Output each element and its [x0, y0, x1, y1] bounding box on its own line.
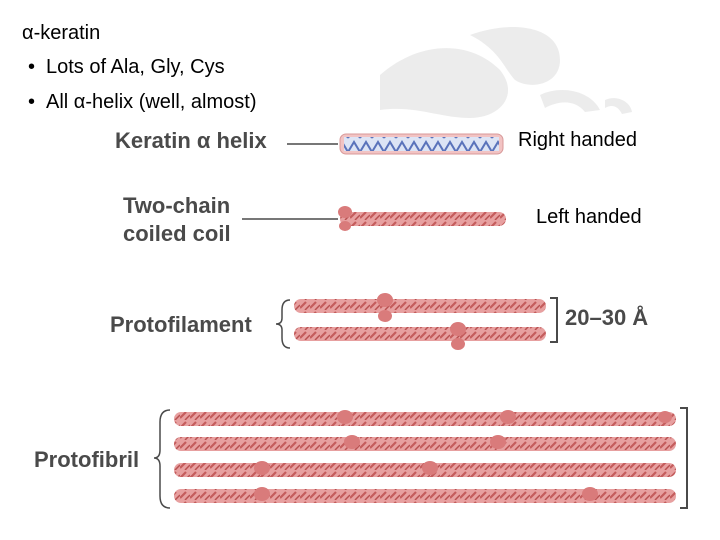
strand-knot	[254, 487, 270, 501]
protofibril-strand	[174, 437, 676, 451]
helix-icon	[344, 137, 499, 151]
strand-knot	[658, 411, 672, 423]
left-handed-annotation: Left handed	[536, 206, 642, 228]
protofibril-strand	[174, 412, 676, 426]
strand-knot	[377, 293, 393, 307]
strand-end	[339, 221, 351, 231]
strand-knot	[451, 338, 465, 350]
strand-knot	[422, 461, 438, 475]
strand-knot	[450, 322, 466, 336]
bullet-text: All α-helix (well, almost)	[46, 91, 257, 113]
slide-title: α-keratin	[22, 22, 101, 44]
bullet-dot: •	[28, 56, 36, 78]
right-handed-annotation: Right handed	[518, 129, 637, 151]
protofibril-row	[153, 407, 688, 509]
coiled-coil-row	[242, 206, 506, 231]
bullet-item-2: • All α-helix (well, almost)	[28, 91, 257, 114]
protofibril-strand	[174, 489, 676, 503]
size-label: 20–30 Å	[565, 305, 649, 330]
strand-knot	[582, 487, 598, 501]
strand-knot	[337, 410, 353, 424]
coiled-coil-label-line2: coiled coil	[123, 221, 231, 246]
protofilament-label: Protofilament	[110, 312, 252, 337]
right-bracket	[550, 297, 558, 343]
protofilament-row	[275, 293, 558, 350]
strand-knot	[378, 310, 392, 322]
left-brace	[275, 299, 291, 349]
bullet-item-1: • Lots of Ala, Gly, Cys	[28, 56, 225, 79]
protofilament-strand	[294, 299, 546, 313]
keratin-helix-row	[287, 133, 504, 155]
strand-end	[338, 206, 352, 218]
helix-label: Keratin α helix	[115, 128, 267, 153]
right-bracket	[680, 407, 688, 509]
bullet-dot: •	[28, 91, 36, 113]
bullet-text: Lots of Ala, Gly, Cys	[46, 56, 225, 78]
strand-knot	[344, 435, 360, 449]
strand-knot	[500, 410, 516, 424]
strand-knot	[254, 461, 270, 475]
coiled-coil-strand	[340, 212, 506, 226]
strand-knot	[490, 435, 506, 449]
coiled-coil-label-line1: Two-chain	[123, 193, 231, 218]
background-illustration	[380, 27, 632, 118]
left-brace	[153, 409, 171, 509]
protofibril-label: Protofibril	[34, 447, 140, 472]
protofilament-strand	[294, 327, 546, 341]
